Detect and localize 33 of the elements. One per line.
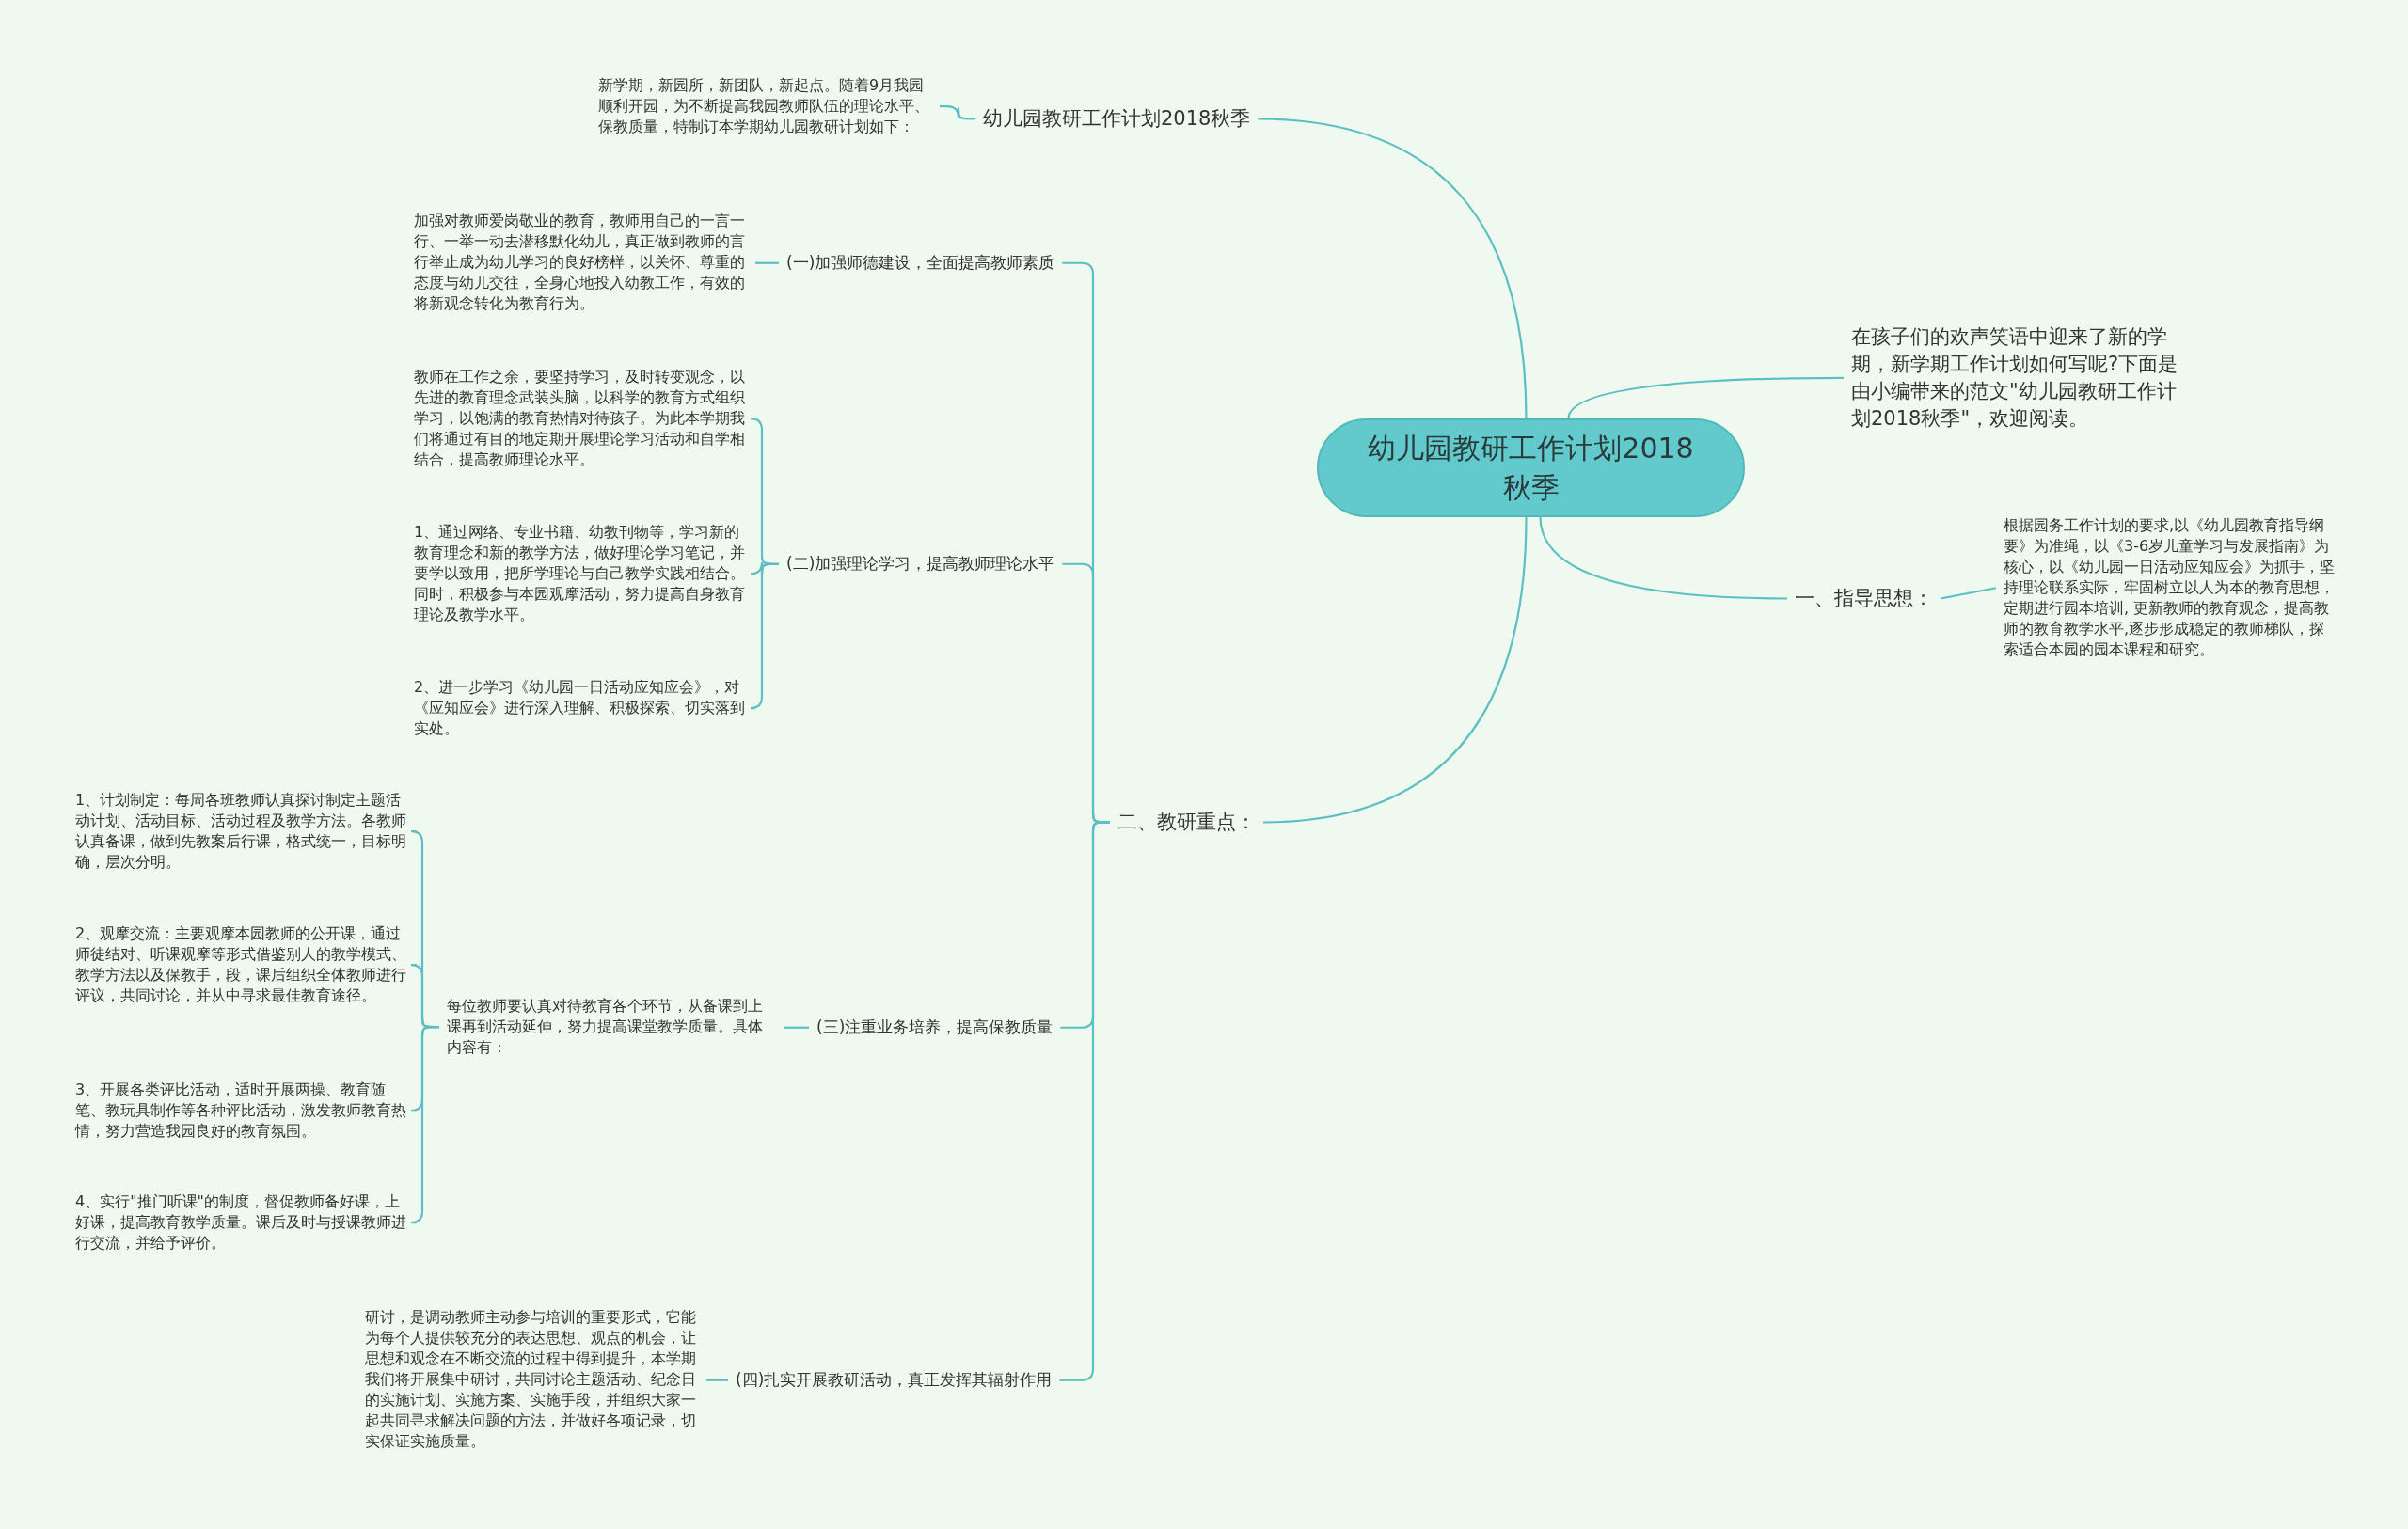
connector-line (1059, 821, 1110, 1381)
branch-label: (四)扎实开展教研活动，真正发挥其辐射作用 (736, 1369, 1053, 1392)
note-text: 加强对教师爱岗敬业的教育，教师用自己的一言一行、一举一动去潜移默化幼儿，真正做到教师的言行举止成为幼儿学习的良好榜样，以关怀、尊重的态度与幼儿交往，全身心地投入幼教工作，有效的将新观念转化为教育行为。 (414, 211, 748, 315)
note-text: 在孩子们的欢声笑语中迎来了新的学期，新学期工作计划如何写呢?下面是由小编带来的范文"幼儿园教研工作计划2018秋季"，欢迎阅读。 (1851, 323, 2185, 433)
branch-label: 一、指导思想： (1795, 585, 1933, 612)
branch-label: (一)加强师德建设，全面提高教师素质 (786, 252, 1055, 275)
note-text: 每位教师要认真对待教育各个环节，从备课到上课再到活动延伸，努力提高课堂教学质量。具体内容有： (447, 996, 776, 1059)
connector-line (1258, 118, 1528, 419)
note-text: 新学期，新园所，新团队，新起点。随着9月我园顺利开园，为不断提高我园教师队伍的理论水平、保教质量，特制订本学期幼儿园教研计划如下： (598, 75, 932, 138)
connector-line (1539, 516, 1787, 600)
branch-label: 幼儿园教研工作计划2018秋季 (983, 105, 1251, 133)
connector-line (1567, 376, 1844, 419)
note-text: 2、观摩交流：主要观摩本园教师的公开课，通过师徒结对、听课观摩等形式借鉴别人的教学模式、教学方法以及保教手，段，课后组织全体教师进行评议，共同讨论，并从中寻求最佳教育途径。 (75, 923, 409, 1007)
connector-line (755, 261, 779, 264)
note-text: 4、实行"推门听课"的制度，督促教师备好课，上好课，提高教育教学质量。课后及时与授课教师进行交流，并给予评价。 (75, 1191, 409, 1254)
note-text: 根据园务工作计划的要求,以《幼儿园教育指导纲要》为准绳，以《3-6岁儿童学习与发展指南》为核心，以《幼儿园一日活动应知应会》为抓手，坚持理论联系实际，牢固树立以人为本的教育思想，定期进行园本培训, 更新教师的教育观念，提高教师的教育教学水平,逐步形成稳定的教师梯队，探索适合本园的园本课程和研究。 (2004, 515, 2337, 661)
note-text: 1、通过网络、专业书籍、幼教刊物等，学习新的教育理念和新的教学方法，做好理论学习笔记，并要学以致用，把所学理论与自己教学实践相结合。同时，积极参与本园观摩活动，努力提高自身教育理论及教学水平。 (414, 522, 748, 626)
branch-label: (二)加强理论学习，提高教师理论水平 (786, 553, 1055, 575)
note-text: 2、进一步学习《幼儿园一日活动应知应会》，对《应知应会》进行深入理解、积极探索、切实落到实处。 (414, 677, 748, 740)
connector-line (784, 1026, 809, 1029)
connector-line (749, 562, 779, 710)
central-topic: 幼儿园教研工作计划2018秋季 (1317, 418, 1745, 517)
connector-line (940, 105, 975, 120)
connector-line (1940, 587, 1997, 600)
note-text: 教师在工作之余，要坚持学习，及时转变观念，以先进的教育理念武装头脑，以科学的教育方式组织学习，以饱满的教育热情对待孩子。为此本学期我们将通过有目的地定期开展理论学习活动和自学相结合，提高教师理论水平。 (414, 367, 748, 471)
connector-line (1262, 516, 1528, 824)
connector-line (409, 1026, 439, 1224)
note-text: 研讨，是调动教师主动参与培训的重要形式，它能为每个人提供较充分的表达思想、观点的机会，让思想和观念在不断交流的过程中得到提升，本学期我们将开展集中研讨，共同讨论主题活动、纪念日的实施计划、实施方案、实施手段，并组织大家一起共同寻求解决问题的方法，并做好各项记录，切实保证实施质量。 (365, 1307, 699, 1453)
branch-label: (三)注重业务培养，提高保教质量 (816, 1017, 1054, 1039)
branch-label: 二、教研重点： (1117, 809, 1256, 836)
connector-line (706, 1379, 728, 1381)
note-text: 1、计划制定：每周各班教师认真探讨制定主题活动计划、活动目标、活动过程及教学方法。各教师认真备课，做到先教案后行课，格式统一，目标明确，层次分明。 (75, 790, 409, 874)
note-text: 3、开展各类评比活动，适时开展两操、教育随笔、教玩具制作等各种评比活动，激发教师教育热情，努力营造我园良好的教育氛围。 (75, 1080, 409, 1143)
